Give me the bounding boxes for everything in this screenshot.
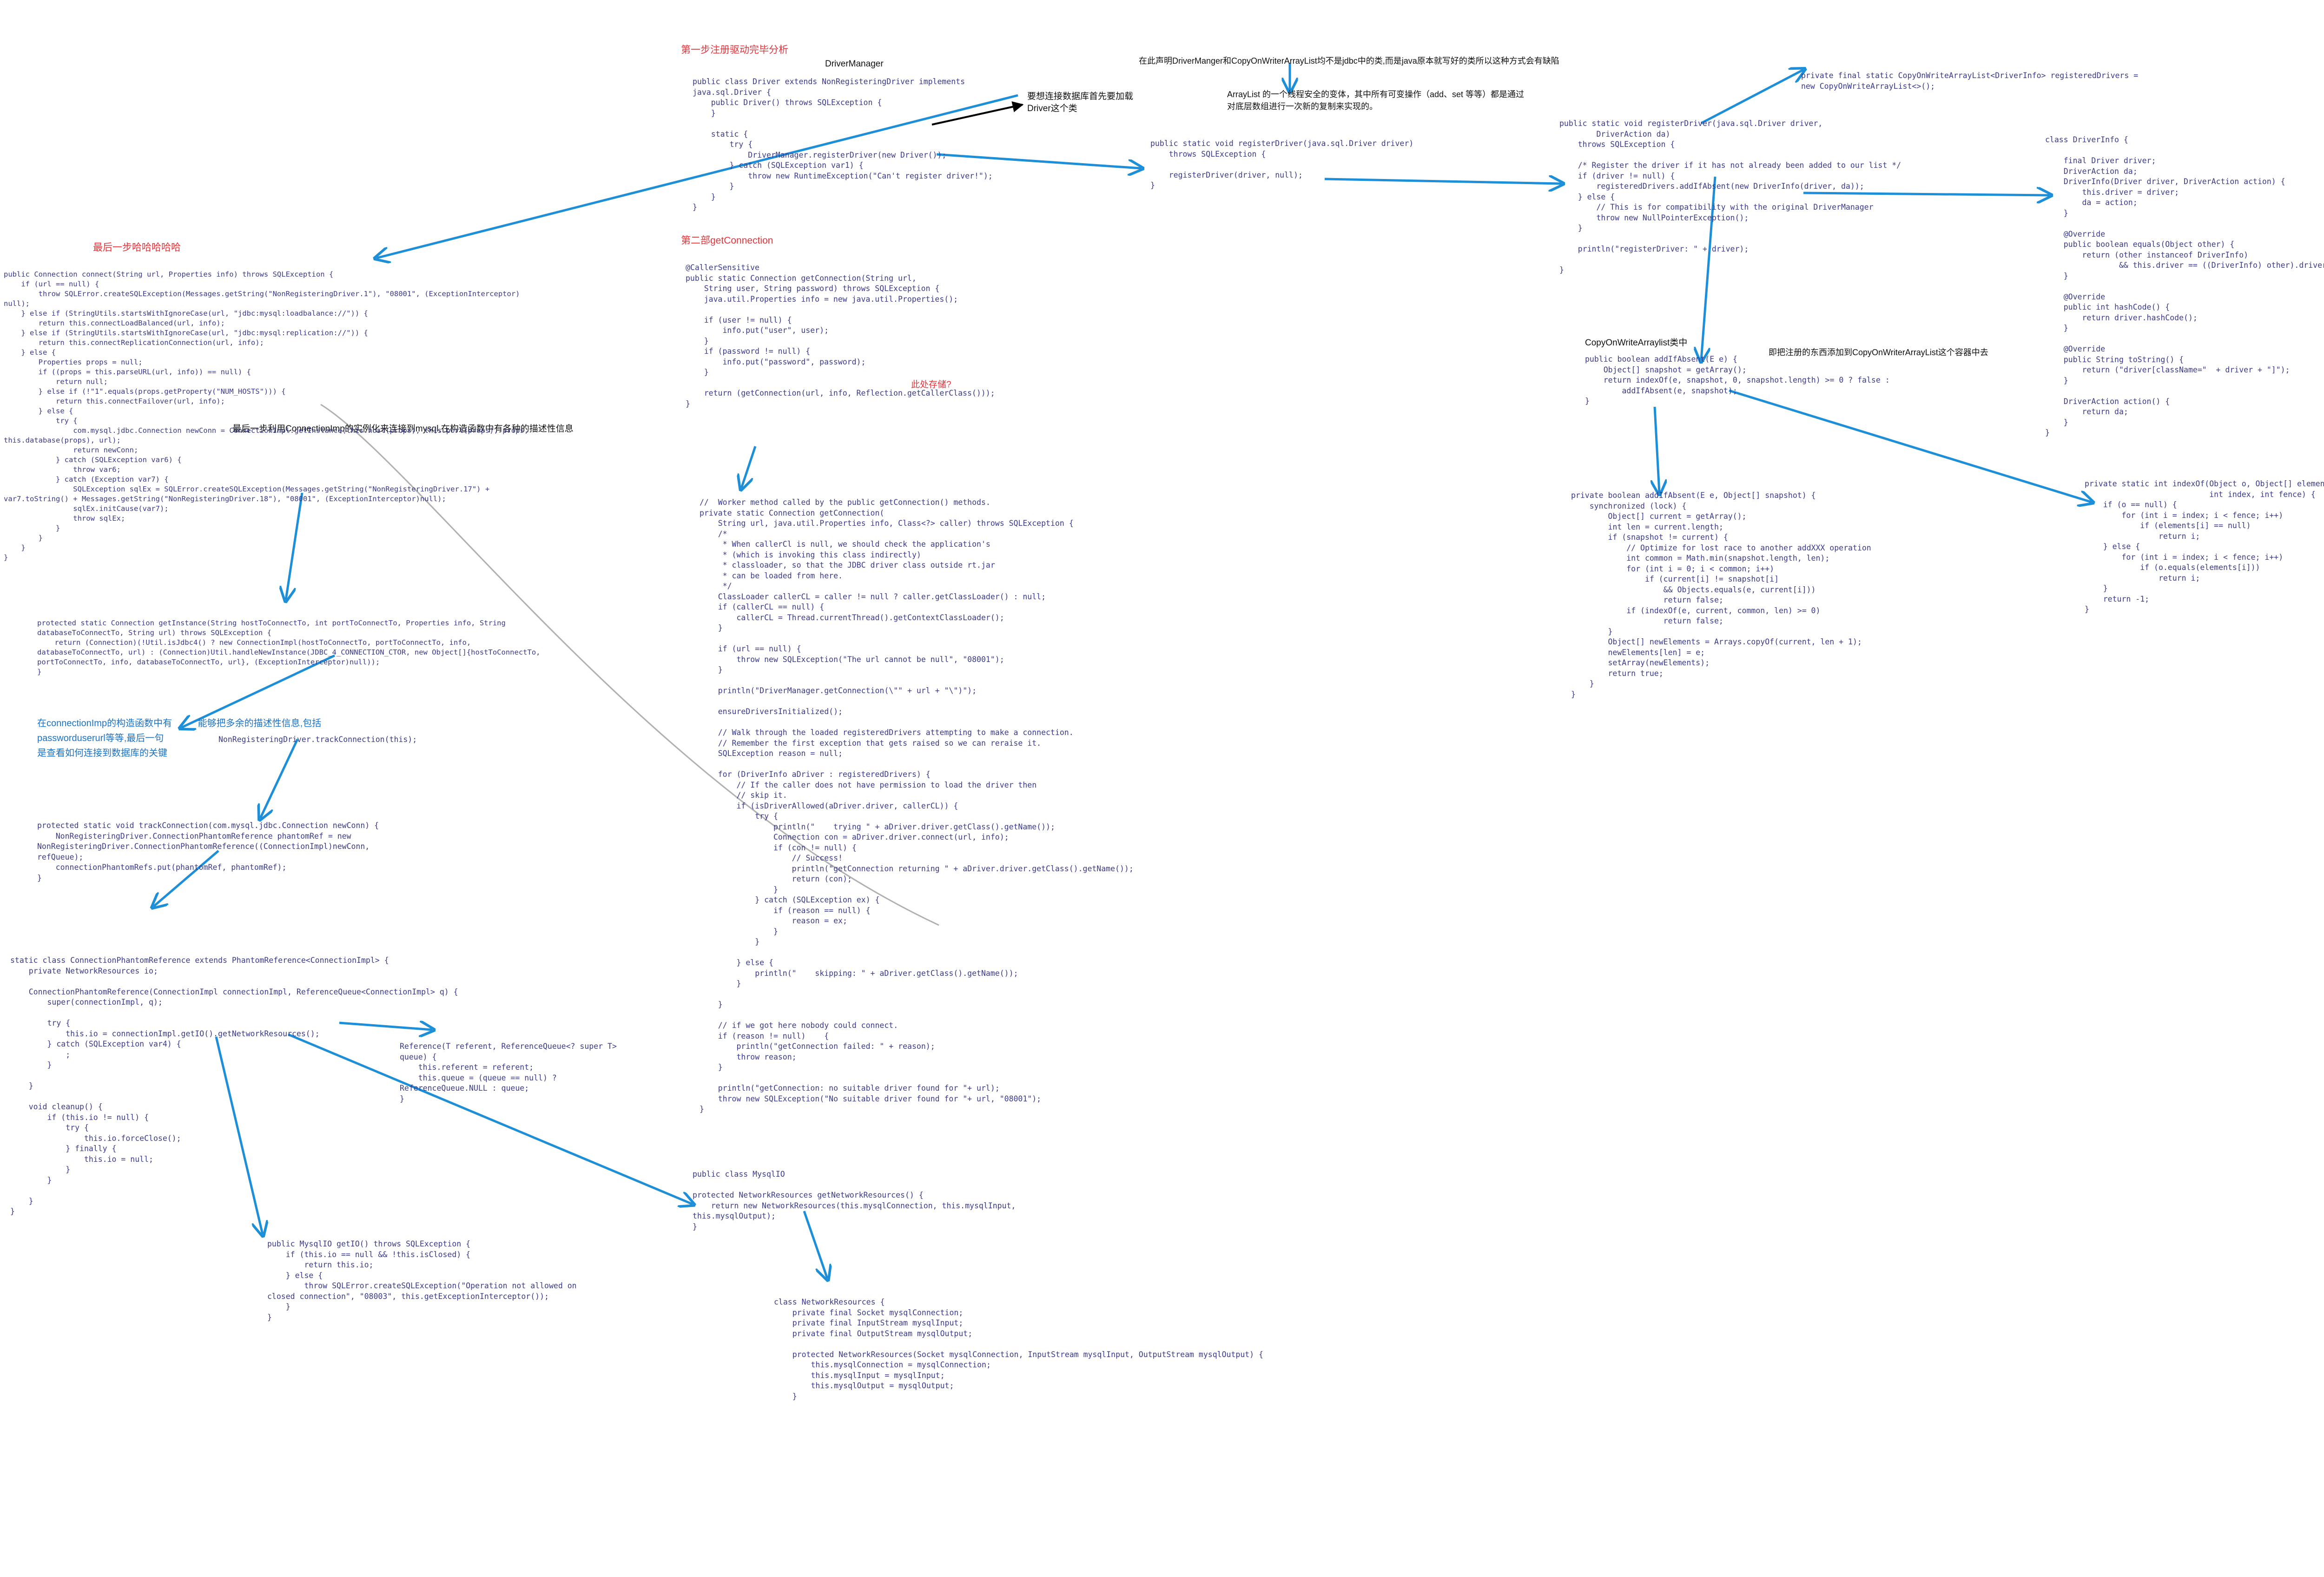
get-instance-code: protected static Connection getInstance(… [37, 619, 541, 676]
add-if-absent2-code: private boolean addIfAbsent(E e, Object[… [1571, 491, 1871, 699]
arrow-track-to-phantom [153, 850, 219, 907]
register-driver2-code: public static void registerDriver(java.s… [1559, 119, 1901, 274]
worker-method-code: // Worker method called by the public ge… [700, 498, 1134, 1113]
step1-title: 第一步注册驱动完毕分析 [681, 45, 788, 55]
step2-title: 第二部getConnection [681, 235, 773, 246]
arrow-black-driver-note [931, 101, 1024, 126]
track-connection-code: protected static void trackConnection(co… [37, 821, 379, 882]
constructor-note: 在connectionImp的构造函数中有 能够把多余的描述性信息,包括 pas… [37, 718, 322, 758]
arrow-register2-to-driverinfo [1803, 193, 2050, 195]
arrow-driver-to-register [936, 153, 1141, 168]
index-of-code: private static int indexOf(Object o, Obj… [2085, 479, 2324, 614]
register-driver-code: public static void registerDriver(java.s… [1150, 139, 1414, 190]
copyonwrite-mid-label: CopyOnWriteArraylist类中 [1585, 338, 1688, 348]
arrow-register-to-register2 [1324, 179, 1562, 184]
connectionimpl-note: 最后一步利用ConnectionImp的实例化来连接到mysql,在构造函数中有… [232, 424, 574, 434]
add-driver-note: 即把注册的东西添加到CopyOnWriterArrayList这个容器中去 [1769, 348, 1988, 357]
reference-code: Reference(T referent, ReferenceQueue<? s… [400, 1042, 617, 1103]
arrow-addifabsent-to-add2 [1655, 406, 1659, 493]
arrow-getconn-to-worker [741, 446, 757, 488]
mysqlio-code: public class MysqlIO protected NetworkRe… [693, 1170, 1016, 1231]
arrow-driver-to-connect [376, 94, 1018, 258]
arrow-connect-to-getinstance [286, 492, 304, 600]
connect-code: public Connection connect(String url, Pr… [4, 270, 529, 562]
arrow-getinstance-to-note [181, 654, 336, 728]
track-call-code: NonRegisteringDriver.trackConnection(thi… [218, 735, 417, 744]
arrow-register2-to-field [1700, 70, 1803, 125]
arrow-phantom-to-reference [339, 1023, 432, 1030]
last-step-title: 最后一步哈哈哈哈哈 [93, 242, 181, 253]
drivermanager-label: DriverManager [825, 59, 884, 69]
arrow-mysqlio-to-network [803, 1211, 827, 1279]
get-io-code: public MysqlIO getIO() throws SQLExcepti… [267, 1239, 577, 1322]
arrow-phantom-to-getio [215, 1036, 263, 1234]
phantom-ref-code: static class ConnectionPhantomReference … [10, 956, 458, 1216]
arrow-addifabsent-to-indexof [1729, 389, 2092, 502]
arraylist-note: ArrayList 的一个线程安全的变体，其中所有可变操作（add、set 等等… [1227, 90, 1525, 111]
where-stored: 此处存储? [911, 380, 951, 390]
copyonwrite-top-note: 在此声明DriverManger和CopyOnWriterArrayList均不… [1139, 56, 1559, 66]
arrow-phantom-to-mysqlio [288, 1033, 693, 1204]
driverinfo-code: class DriverInfo { final Driver driver; … [2045, 135, 2324, 437]
gray-connector-line [320, 404, 939, 926]
arrow-register2-to-addifabsent [1701, 176, 1717, 360]
arrow-note-to-track [260, 738, 299, 818]
driver-load-note: 要想连接数据库首先要加载 Driver这个类 [1027, 92, 1134, 113]
add-if-absent-code: public boolean addIfAbsent(E e) { Object… [1585, 355, 1890, 405]
driver-class-code: public class Driver extends NonRegisteri… [693, 77, 993, 212]
registered-drivers-code: private final static CopyOnWriteArrayLis… [1801, 71, 2139, 91]
network-resources-code: class NetworkResources { private final S… [774, 1298, 1263, 1401]
get-connection-code: @CallerSensitive public static Connectio… [686, 263, 995, 408]
